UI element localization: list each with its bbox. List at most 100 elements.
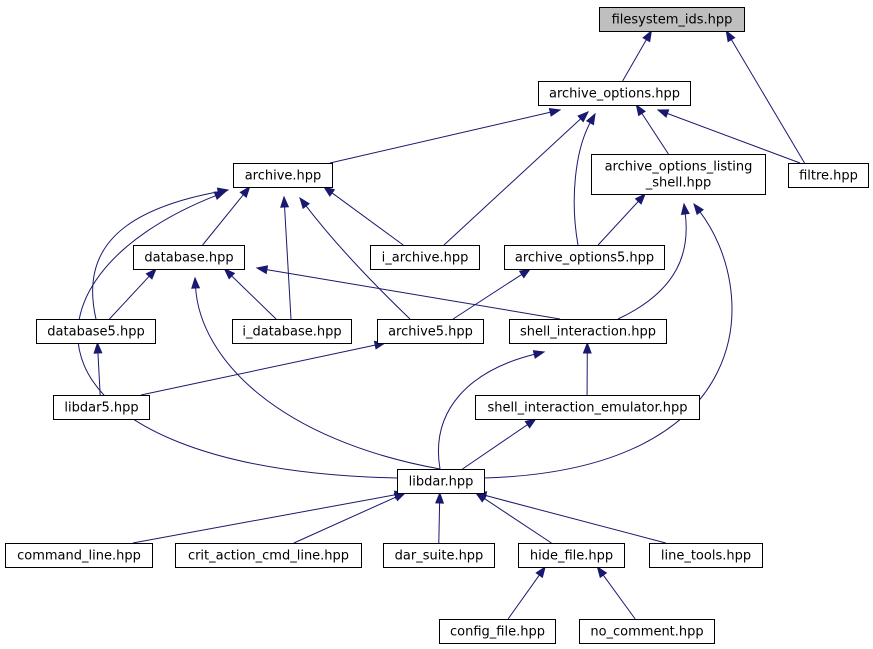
edge-arrowhead	[524, 418, 537, 429]
edge-arrowhead	[299, 196, 310, 210]
edge-database5-to-database	[109, 267, 157, 320]
node-label: hide_file.hpp	[530, 549, 613, 564]
node-filtre[interactable]: filtre.hpp	[788, 163, 869, 188]
node-box	[5, 543, 153, 568]
nodes-layer: filesystem_ids.hpp archive_options.hpparc…	[5, 7, 869, 644]
node-archive[interactable]: archive.hpp	[233, 163, 333, 188]
node-shell-interaction-emulator[interactable]: shell_interaction_emulator.hpp	[475, 395, 700, 420]
node-line-tools[interactable]: line_tools.hpp	[649, 543, 763, 568]
node-box	[175, 543, 362, 568]
edge-line	[97, 351, 101, 396]
edges-layer	[77, 29, 805, 620]
node-box	[377, 319, 484, 344]
node-label: i_database.hpp	[242, 325, 341, 340]
edge-arrowhead	[239, 185, 251, 199]
edge-line	[452, 273, 523, 320]
edge-line	[597, 200, 640, 246]
edge-arrowhead	[548, 107, 562, 117]
edge-libdar-to-shell_interaction	[438, 350, 546, 470]
edge-archive5-to-archive	[299, 196, 411, 320]
node-no-comment[interactable]: no_comment.hpp	[579, 619, 715, 644]
node-database[interactable]: database.hpp	[133, 245, 245, 270]
edge-arrowhead	[280, 195, 290, 208]
edge-line	[330, 191, 404, 246]
node-archive-options[interactable]: archive_options.hpp	[538, 81, 691, 106]
edge-line	[438, 501, 441, 544]
node-label: dar_suite.hpp	[395, 549, 484, 564]
edge-i_archive-to-archive_options	[443, 111, 590, 246]
node-database5[interactable]: database5.hpp	[36, 319, 156, 344]
edge-arrowhead	[642, 29, 653, 43]
edge-archive_options_listing_shell-to-archive_options	[635, 103, 669, 155]
edge-dar_suite-to-libdar	[435, 491, 445, 544]
node-label: no_comment.hpp	[590, 625, 703, 640]
node-label: archive_options5.hpp	[515, 251, 654, 266]
node-label: shell_interaction_emulator.hpp	[487, 401, 687, 416]
node-i-archive[interactable]: i_archive.hpp	[370, 245, 480, 270]
edge-arrowhead	[725, 29, 736, 43]
node-archive5[interactable]: archive5.hpp	[377, 319, 484, 344]
node-box	[133, 245, 245, 270]
node-crit-action-cmd-line[interactable]: crit_action_cmd_line.hpp	[175, 543, 362, 568]
edge-libdar-to-shell_interaction_emulator	[462, 418, 537, 470]
node-command-line[interactable]: command_line.hpp	[5, 543, 153, 568]
node-shell-interaction[interactable]: shell_interaction.hpp	[509, 319, 667, 344]
edge-line	[484, 494, 666, 544]
edge-arrowhead	[635, 103, 646, 117]
edge-line	[462, 423, 529, 470]
edge-line	[573, 121, 592, 246]
edge-line	[730, 38, 805, 164]
node-label: archive.hpp	[245, 169, 322, 184]
edge-line	[305, 204, 411, 320]
edge-archive-to-archive_options	[329, 107, 562, 164]
edge-filtre-to-archive_options	[656, 109, 801, 164]
edge-arrowhead	[223, 268, 236, 280]
edge-line	[265, 269, 561, 320]
edge-arrowhead	[93, 341, 103, 354]
edge-arrowhead	[596, 565, 608, 579]
edge-config_file-to-hide_file	[507, 565, 546, 620]
node-box	[370, 245, 480, 270]
edge-arrowhead	[634, 192, 647, 205]
edge-libdar5-to-archive5	[140, 340, 387, 396]
node-archive-options-listing-shell[interactable]: archive_options_listing_shell.hpp	[591, 154, 766, 195]
node-label: command_line.hpp	[17, 549, 141, 564]
node-archive-options5[interactable]: archive_options5.hpp	[504, 245, 665, 270]
node-box	[518, 543, 625, 568]
node-libdar[interactable]: libdar.hpp	[397, 469, 485, 494]
node-label: archive5.hpp	[388, 325, 473, 340]
node-box	[599, 7, 745, 32]
node-config-file[interactable]: config_file.hpp	[439, 619, 556, 644]
node-i-database[interactable]: i_database.hpp	[232, 319, 352, 344]
edge-line	[438, 353, 536, 470]
edge-line	[666, 112, 801, 164]
edge-command_line-to-libdar	[132, 490, 407, 544]
edge-line	[640, 112, 669, 155]
edge-line	[109, 275, 151, 320]
node-dar-suite[interactable]: dar_suite.hpp	[383, 543, 495, 568]
node-label: archive_options.hpp	[549, 87, 680, 102]
edge-i_archive-to-archive	[322, 186, 404, 246]
edge-line	[132, 494, 397, 544]
node-box	[232, 319, 352, 344]
node-hide-file[interactable]: hide_file.hpp	[518, 543, 625, 568]
edge-i_database-to-archive	[280, 195, 292, 320]
edge-line	[329, 111, 552, 164]
edge-line	[622, 38, 648, 82]
edge-line_tools-to-libdar	[474, 491, 666, 544]
node-box	[579, 619, 715, 644]
node-box	[53, 395, 150, 420]
node-box	[649, 543, 763, 568]
edge-arrowhead	[535, 565, 546, 579]
edge-line	[602, 573, 636, 620]
edge-no_comment-to-hide_file	[596, 565, 636, 620]
node-libdar5[interactable]: libdar5.hpp	[53, 395, 150, 420]
node-filesystem-ids[interactable]: filesystem_ids.hpp	[599, 7, 745, 32]
edge-arrowhead	[582, 341, 592, 354]
edge-arrowhead	[191, 276, 201, 289]
edge-line	[140, 344, 377, 396]
edge-line	[77, 194, 398, 479]
edge-arrowhead	[435, 491, 445, 504]
edge-i_database-to-database	[223, 268, 277, 320]
edge-libdar-to-archive_options_listing_shell	[483, 202, 733, 479]
